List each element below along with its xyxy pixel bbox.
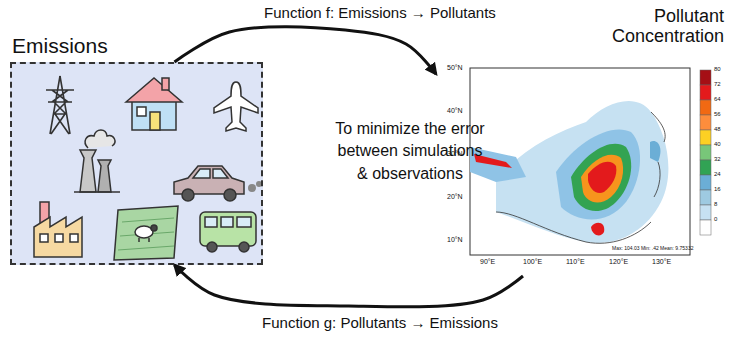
concentration-map (470, 68, 711, 255)
colorbar-tick: 40 (714, 141, 721, 148)
panel-heading: Pollutant Concentration (604, 6, 724, 46)
colorbar-band (700, 160, 711, 175)
map-frame (470, 68, 690, 255)
colorbar-tick: 32 (714, 156, 721, 163)
colorbar-band (700, 70, 711, 85)
colorbar-tick: 72 (714, 81, 721, 88)
panel-ground (10, 62, 263, 265)
factory-icon (34, 202, 82, 257)
latitude-label: 30°N (447, 150, 463, 158)
power-plant-icon (74, 130, 120, 192)
longitude-label: 100°E (523, 258, 542, 266)
colorbar-band (700, 190, 711, 205)
longitude-label: 130°E (652, 258, 671, 266)
bus-icon (200, 212, 256, 252)
colorbar-band (700, 145, 711, 160)
colorbar-tick: 56 (714, 111, 721, 118)
latitude-label: 50°N (447, 64, 463, 72)
colorbar-tick: 16 (714, 186, 721, 193)
longitude-label: 90°E (480, 258, 495, 266)
colorbar-band (700, 205, 711, 220)
tower-icon (46, 76, 74, 134)
colorbar-band (700, 100, 711, 115)
colorbar-band (700, 130, 711, 145)
colorbar-tick: 0 (714, 216, 717, 223)
latitude-label: 10°N (447, 236, 463, 244)
map-field (470, 101, 668, 243)
panel-heading: Emissions (12, 34, 108, 58)
longitude-label: 110°E (566, 258, 585, 266)
latitude-label: 20°N (447, 193, 463, 201)
colorbar-band (700, 175, 711, 190)
map-statistics: Max: 104.03 Min: .42 Mean: 9.75332 (612, 246, 693, 252)
map-panel: Pollutant Concentration (436, 62, 726, 276)
objective-note: To minimize the error between simulation… (332, 118, 488, 185)
house-icon (126, 78, 182, 130)
colorbar-tick: 48 (714, 126, 721, 133)
feedback-arrow (174, 265, 523, 307)
colorbar-tick: 64 (714, 96, 721, 103)
colorbar-tick: 8 (714, 201, 717, 208)
colorbar-band (700, 85, 711, 100)
colorbar (700, 70, 711, 235)
emission-icons (10, 62, 263, 265)
latitude-label: 40°N (447, 107, 463, 115)
emissions-panel: Emissions (10, 62, 263, 265)
colorbar-tick: 24 (714, 171, 721, 178)
colorbar-band (700, 220, 711, 235)
edge-label: Function f: Emissions → Pollutants (261, 4, 499, 22)
edge-label: Function g: Pollutants → Emissions (259, 314, 501, 332)
colorbar-band (700, 115, 711, 130)
plane-icon (214, 82, 258, 131)
farm-field-icon (114, 206, 178, 260)
feedback-arrow (174, 27, 436, 74)
colorbar-tick: 80 (714, 66, 721, 73)
car-icon (174, 166, 262, 201)
longitude-label: 120°E (609, 258, 628, 266)
